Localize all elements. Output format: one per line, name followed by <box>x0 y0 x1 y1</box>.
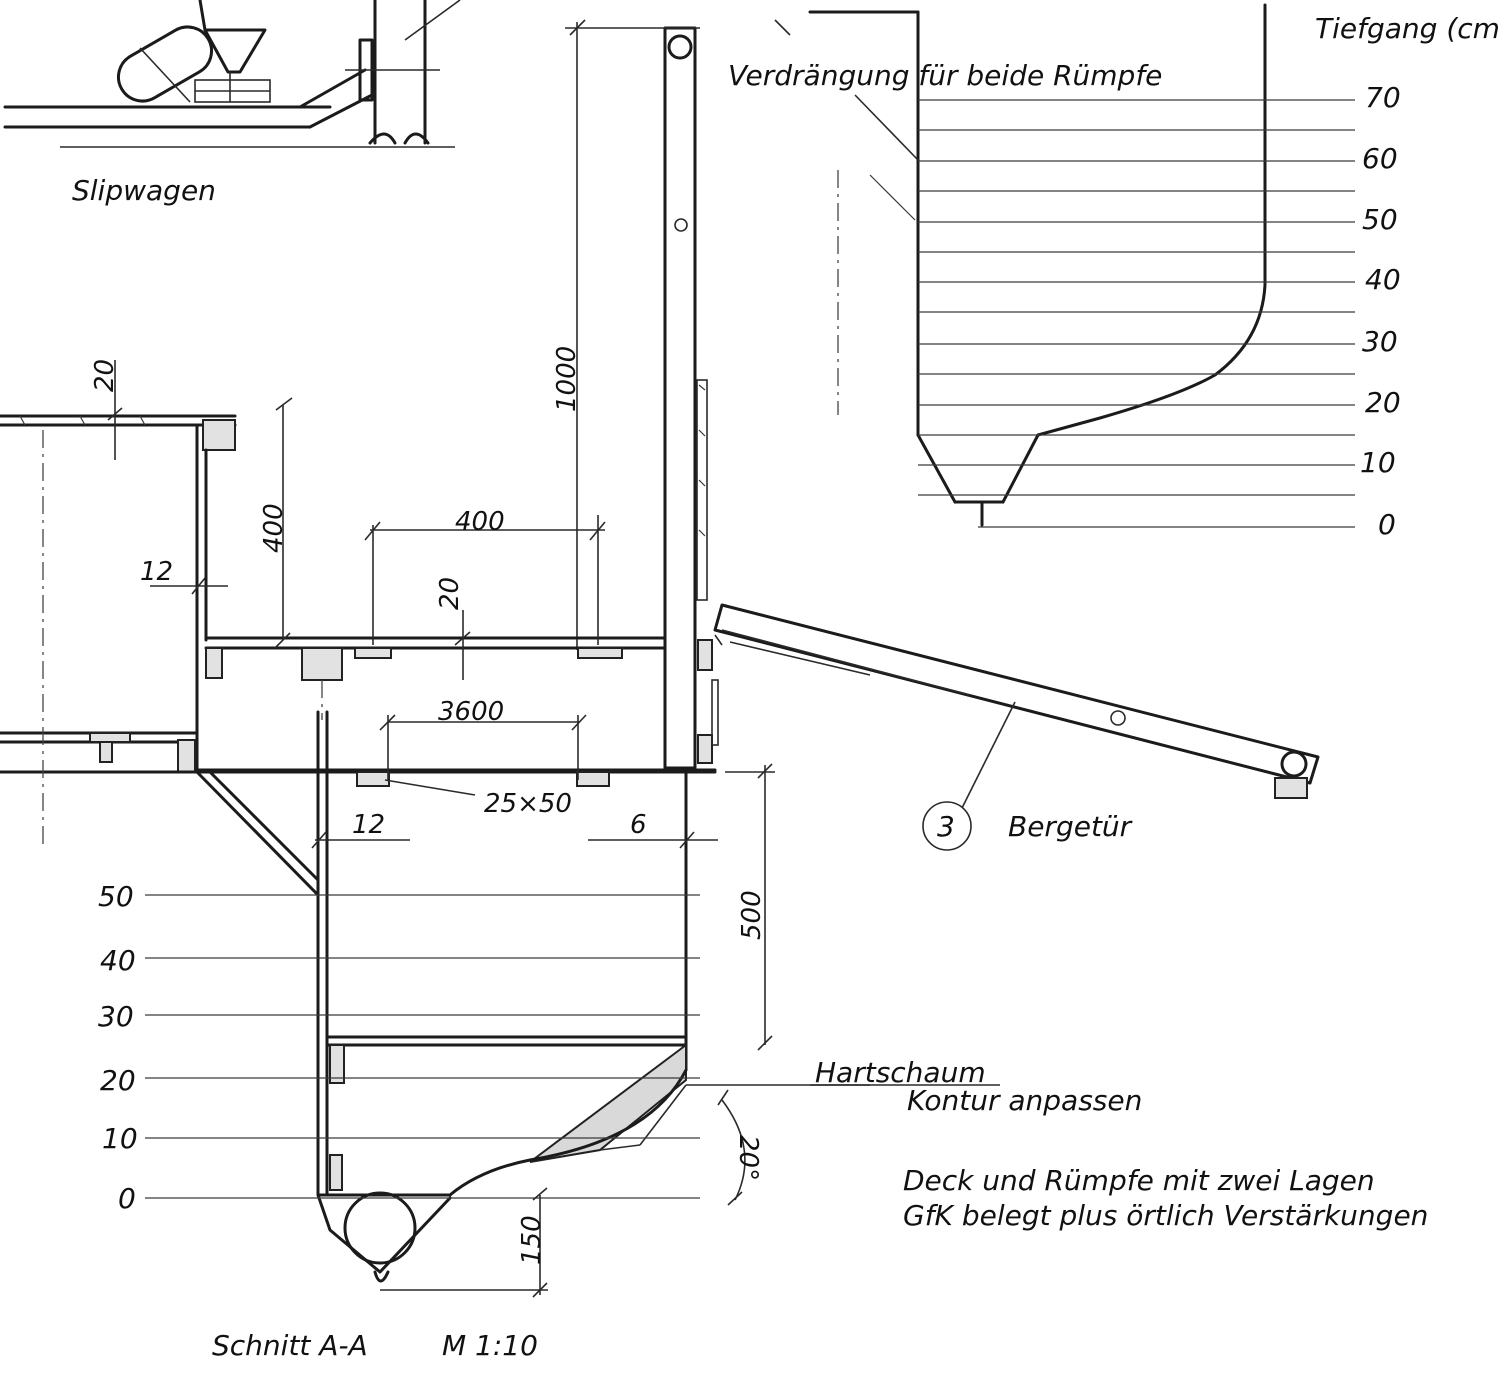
hull-tick-10: 10 <box>102 1122 138 1155</box>
slipwagen-sketch <box>3 0 461 148</box>
hull-scale: 50 40 30 20 10 0 <box>98 880 138 1215</box>
dim-150: 150 <box>517 1215 547 1265</box>
bergetuer-label: Bergetür <box>1008 810 1133 843</box>
dim-400-vertical: 400 <box>259 503 289 553</box>
hull-section <box>316 710 688 1283</box>
hull-tick-0: 0 <box>118 1182 136 1215</box>
section-title: Schnitt A-A <box>212 1329 368 1362</box>
dim-400-horizontal: 400 <box>455 507 505 537</box>
hull-dimensions <box>311 763 1000 1298</box>
hull-tick-20: 20 <box>100 1064 136 1097</box>
hull-tick-50: 50 <box>98 880 134 913</box>
dim-3600: 3600 <box>438 697 504 727</box>
note-line-1: Deck und Rümpfe mit zwei Lagen <box>903 1164 1375 1197</box>
tiefgang-tick-50: 50 <box>1362 203 1398 236</box>
verdraengung-title: Verdrängung für beide Rümpfe <box>728 59 1162 92</box>
tiefgang-tick-20: 20 <box>1365 386 1401 419</box>
bergetuer-door <box>713 603 1320 851</box>
dim-1000 <box>565 19 700 650</box>
tiefgang-tick-40: 40 <box>1365 263 1401 296</box>
hull-tick-40: 40 <box>100 944 136 977</box>
deck-structure <box>0 414 717 897</box>
tiefgang-tick-30: 30 <box>1362 325 1398 358</box>
dim-12-hull: 12 <box>352 810 385 840</box>
tiefgang-tick-0: 0 <box>1378 508 1396 541</box>
hull-scale-lines <box>145 894 700 1199</box>
note-line-2: GfK belegt plus örtlich Verstärkungen <box>903 1199 1428 1232</box>
dim-20-deck: 20 <box>435 577 465 610</box>
tiefgang-tick-10: 10 <box>1360 446 1396 479</box>
tiefgang-title: Tiefgang (cm <box>1315 12 1500 45</box>
hartschaum-label: Hartschaum <box>815 1056 986 1089</box>
dim-500: 500 <box>737 890 767 940</box>
mast-post <box>663 26 719 770</box>
tiefgang-scale: 70 60 50 40 30 20 10 0 <box>1360 81 1401 541</box>
dim-12-left: 12 <box>140 557 173 587</box>
dim-1000-label: 1000 <box>552 346 582 412</box>
dim-25x50: 25×50 <box>484 789 572 819</box>
slipwagen-label: Slipwagen <box>72 174 216 207</box>
kontur-label: Kontur anpassen <box>907 1084 1142 1117</box>
dim-angle: 20° <box>733 1135 763 1181</box>
hull-tick-30: 30 <box>98 1000 134 1033</box>
tiefgang-tick-70: 70 <box>1365 81 1401 114</box>
dim-6: 6 <box>630 810 647 840</box>
scale-label: M 1:10 <box>442 1329 538 1362</box>
tiefgang-tick-60: 60 <box>1362 142 1398 175</box>
displacement-diagram <box>774 3 1355 528</box>
dim-20-top: 20 <box>90 359 120 392</box>
bergetuer-number: 3 <box>937 810 955 843</box>
deck-dimensions <box>107 360 606 796</box>
